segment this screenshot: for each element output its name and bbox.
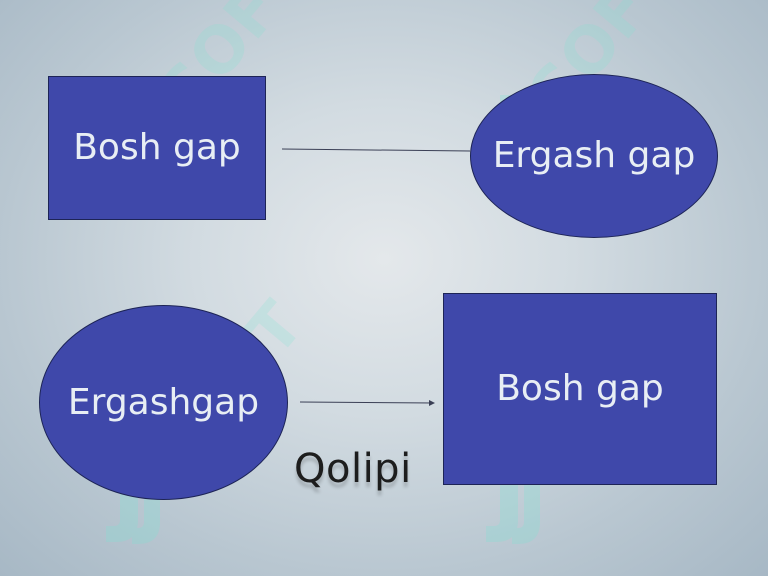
node-label: Bosh gap	[73, 127, 241, 168]
node-bosh-gap-bottom: Bosh gap	[443, 293, 717, 485]
diagram-caption: Qolipi	[294, 446, 412, 492]
node-ergashgap-bottom: Ergashgap	[39, 305, 288, 500]
connector-line-top	[281, 148, 471, 152]
node-bosh-gap-top: Bosh gap	[48, 76, 266, 220]
node-label: Ergashgap	[67, 381, 260, 423]
node-label: Ergash gap	[492, 135, 696, 176]
connector-line-bottom	[299, 399, 435, 406]
node-label: Bosh gap	[496, 368, 664, 409]
node-ergash-gap-top: Ergash gap	[470, 74, 718, 238]
